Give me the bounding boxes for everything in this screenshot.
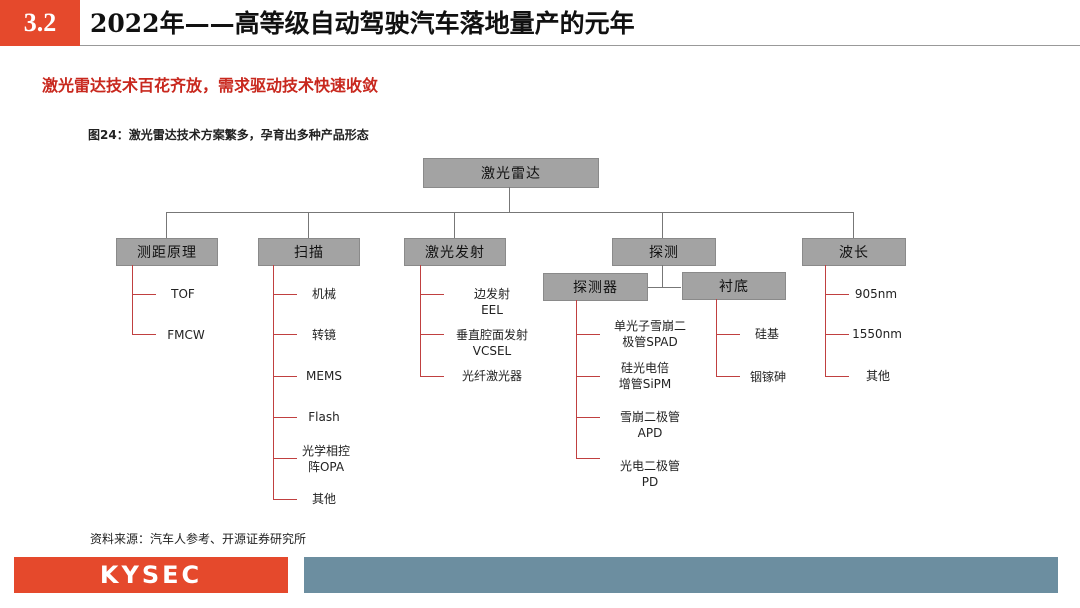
- page-title: 2022年——高等级自动驾驶汽车落地量产的元年: [90, 9, 635, 38]
- tree-line: [576, 300, 577, 458]
- leaf-ingaas: 铟镓砷: [749, 370, 786, 384]
- leaf-rotating-mirror: 转镜: [311, 328, 336, 342]
- root-node: 激光雷达: [423, 158, 599, 188]
- leaf-mems: MEMS: [306, 369, 342, 383]
- connector: [509, 187, 510, 212]
- tree-line: [273, 265, 274, 499]
- leaf-scan-other: 其他: [311, 492, 336, 506]
- tree-line: [273, 334, 297, 335]
- leaf-vcsel: 垂直腔面发射 VCSEL: [455, 328, 528, 358]
- tree-line: [576, 376, 600, 377]
- tree-line: [420, 334, 444, 335]
- detector-node: 探测器: [543, 273, 648, 301]
- leaf-spad: 单光子雪崩二 极管SPAD: [613, 319, 686, 349]
- tree-line: [716, 334, 740, 335]
- connector: [308, 212, 309, 238]
- leaf-sipm: 硅光电倍 增管SiPM: [618, 361, 672, 391]
- leaf-silicon: 硅基: [754, 327, 779, 341]
- category-scanning: 扫描: [258, 238, 360, 266]
- leaf-905nm: 905nm: [854, 287, 898, 301]
- leaf-pd: 光电二极管 PD: [619, 459, 680, 489]
- tree-line: [576, 458, 600, 459]
- tree-line: [576, 417, 600, 418]
- leaf-flash: Flash: [308, 410, 340, 424]
- slide-subtitle: 激光雷达技术百花齐放，需求驱动技术快速收敛: [42, 76, 379, 95]
- tree-line: [825, 376, 849, 377]
- tree-line: [716, 299, 717, 376]
- tree-line: [132, 265, 133, 334]
- leaf-fmcw: FMCW: [167, 328, 205, 342]
- leaf-mechanical: 机械: [311, 287, 336, 301]
- source-note: 资料来源：汽车人参考、开源证券研究所: [90, 532, 307, 546]
- connector: [647, 287, 681, 288]
- leaf-fiber-laser: 光纤激光器: [461, 369, 522, 383]
- tree-line: [273, 499, 297, 500]
- tree-line: [420, 265, 421, 376]
- connector: [166, 212, 167, 238]
- tree-line: [420, 376, 444, 377]
- tree-line: [273, 294, 297, 295]
- connector: [853, 212, 854, 238]
- tree-line: [273, 458, 297, 459]
- category-ranging: 测距原理: [116, 238, 218, 266]
- leaf-apd: 雪崩二极管 APD: [619, 410, 680, 440]
- leaf-tof: TOF: [171, 287, 195, 301]
- leaf-wave-other: 其他: [865, 369, 890, 383]
- connector: [662, 265, 663, 287]
- tree-line: [273, 376, 297, 377]
- kysec-logo: KYSEC: [14, 557, 288, 593]
- figure-caption: 图24：激光雷达技术方案繁多，孕育出多种产品形态: [88, 128, 369, 142]
- tree-line: [825, 294, 849, 295]
- connector: [662, 212, 663, 238]
- tree-line: [576, 334, 600, 335]
- leaf-opa: 光学相控 阵OPA: [301, 444, 350, 474]
- tree-line: [273, 417, 297, 418]
- tree-line: [132, 294, 156, 295]
- leaf-1550nm: 1550nm: [852, 327, 902, 341]
- header-divider: [80, 45, 1080, 46]
- category-wavelength: 波长: [802, 238, 906, 266]
- leaf-eel: 边发射 EEL: [473, 287, 510, 317]
- substrate-node: 衬底: [682, 272, 786, 300]
- category-emission: 激光发射: [404, 238, 506, 266]
- connector: [166, 212, 854, 213]
- tree-line: [420, 294, 444, 295]
- tree-line: [825, 334, 849, 335]
- tree-line: [132, 334, 156, 335]
- tree-line: [716, 376, 740, 377]
- footer-bar: [304, 557, 1058, 593]
- tree-line: [825, 265, 826, 376]
- section-number: 3.2: [0, 0, 80, 46]
- category-detection: 探测: [612, 238, 716, 266]
- connector: [454, 212, 455, 238]
